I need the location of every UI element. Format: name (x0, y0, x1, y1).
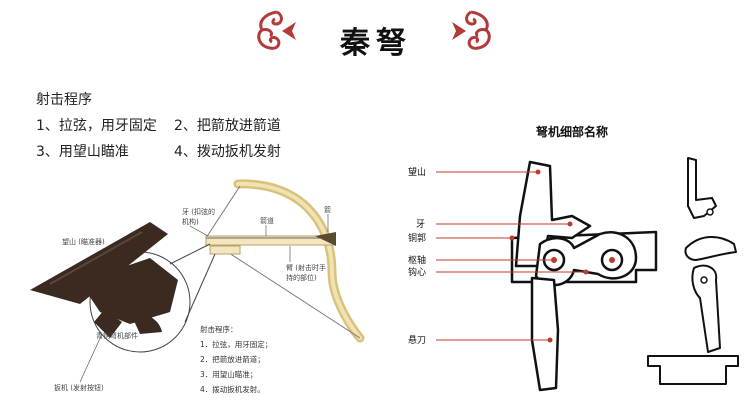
label-banji: 扳机 (发射按钮) (54, 383, 104, 392)
steps-3: 3．用望山瞄准； (200, 369, 257, 379)
left-cloud-ornament-icon (257, 10, 296, 50)
procedure-step-3: 3、用望山瞄准 (36, 144, 129, 160)
steps-4: 4．拨动扳机发射。 (200, 384, 265, 394)
steps-1: 1．拉弦，用牙固定； (200, 339, 272, 349)
part-base-detached (647, 355, 739, 385)
procedure-step-1: 1、拉弦，用牙固定 (36, 118, 157, 134)
label-jian: 箭 (324, 205, 331, 214)
crossbow-stock (205, 235, 335, 246)
mechanism-diagram: 弩机细部名称 望山 (404, 120, 750, 410)
label-wangshan: 望山 (408, 166, 426, 178)
label-jiandao: 箭道 (260, 216, 274, 225)
part-wangshan-detached (687, 157, 717, 219)
crossbow-illustration: 牙 (扣弦的 机构) 望山 (瞄准器) 箭道 箭 臂 (射击时手 持的部位) 青… (10, 162, 382, 410)
right-cloud-ornament-icon (452, 10, 491, 50)
bronze-trigger-mechanism (30, 222, 178, 338)
label-gouxin: 钩心 (408, 266, 426, 278)
label-tongguo: 铜郭 (408, 232, 426, 244)
procedure-step-4: 4、拨动扳机发射 (174, 144, 281, 160)
label-bi: 臂 (射击时手 (286, 263, 326, 272)
label-shuzhou: 枢轴 (408, 254, 426, 266)
label-wangshan: 望山 (瞄准器) (62, 237, 105, 246)
wangshan-piece (514, 160, 592, 268)
label-bujian: 青铜弩机部件 (96, 331, 138, 340)
label-bi-2: 持的部位) (286, 273, 317, 282)
label-ya: 牙 (扣弦的 (182, 207, 215, 216)
bow-limb (233, 179, 365, 343)
mechanism-title: 弩机细部名称 (535, 124, 608, 139)
steps-heading: 射击程序： (200, 324, 238, 334)
xuandao-blade (530, 276, 560, 392)
label-ya: 牙 (416, 219, 425, 230)
page-title: 秦弩 (340, 26, 412, 61)
procedure-step-2: 2、把箭放进箭道 (174, 118, 281, 134)
part-xuandao-detached (691, 264, 721, 353)
label-xuandao: 悬刀 (408, 335, 426, 346)
label-ya-2: 机构) (182, 217, 199, 226)
steps-2: 2．把箭放进箭道； (200, 354, 265, 364)
part-gouxin-detached (684, 236, 737, 261)
procedure-heading: 射击程序 (36, 92, 92, 108)
